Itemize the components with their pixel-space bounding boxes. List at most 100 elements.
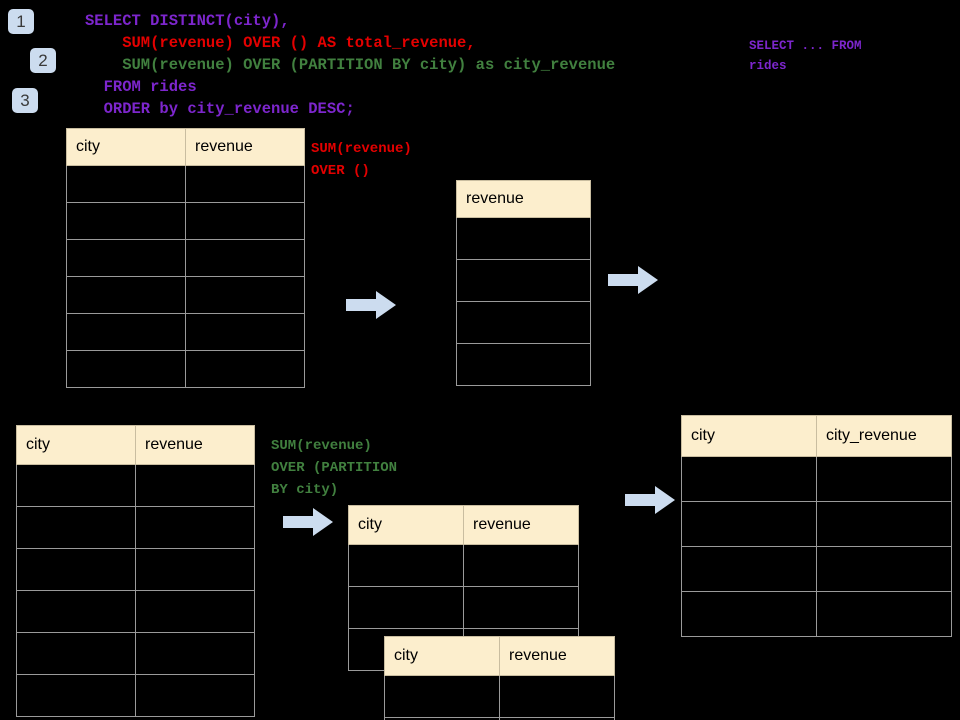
step-badge-3: 3 bbox=[12, 88, 38, 113]
cell-revenue bbox=[185, 202, 305, 240]
table-header-row: city revenue bbox=[384, 636, 615, 676]
table-row bbox=[384, 675, 615, 718]
cell-city bbox=[66, 276, 186, 314]
table-row bbox=[348, 544, 579, 587]
cell-city bbox=[16, 674, 136, 717]
table-row bbox=[16, 632, 255, 675]
cell-city bbox=[16, 464, 136, 507]
cell-city-revenue bbox=[816, 456, 952, 502]
cell-city bbox=[384, 675, 500, 718]
table-row bbox=[681, 501, 952, 547]
sql-line-order-by: ORDER by city_revenue DESC; bbox=[85, 100, 355, 118]
col-header-city: city bbox=[16, 425, 136, 465]
table-row bbox=[66, 276, 305, 314]
cell-city bbox=[66, 239, 186, 277]
cell-city bbox=[16, 548, 136, 591]
table-header-row: revenue bbox=[456, 180, 591, 218]
col-header-city-revenue: city_revenue bbox=[816, 415, 952, 457]
table-row bbox=[681, 591, 952, 637]
cell-revenue bbox=[456, 259, 591, 302]
step-badge-1: 1 bbox=[8, 9, 34, 34]
cell-revenue bbox=[135, 548, 255, 591]
cell-revenue bbox=[185, 276, 305, 314]
table-row bbox=[66, 350, 305, 388]
cell-city-revenue bbox=[816, 546, 952, 592]
cell-city bbox=[16, 506, 136, 549]
partition-group-table-b: city revenue bbox=[384, 636, 615, 720]
side-label-select-from: SELECT ... FROM bbox=[749, 39, 862, 53]
total-revenue-table: revenue bbox=[456, 180, 591, 386]
step-badge-2: 2 bbox=[30, 48, 56, 73]
cell-city bbox=[681, 501, 817, 547]
cell-revenue bbox=[185, 165, 305, 203]
table-row bbox=[348, 586, 579, 629]
cell-revenue bbox=[463, 544, 579, 587]
cell-revenue bbox=[185, 313, 305, 351]
cell-revenue bbox=[135, 506, 255, 549]
cell-revenue bbox=[135, 590, 255, 633]
table-row bbox=[16, 548, 255, 591]
table-row bbox=[66, 239, 305, 277]
arrow-bottom-left bbox=[283, 508, 333, 536]
sql-line-total-revenue: SUM(revenue) OVER () AS total_revenue, bbox=[85, 34, 476, 52]
annotation-over-partition: SUM(revenue) OVER (PARTITION BY city) bbox=[271, 438, 398, 498]
sql-line-select-distinct: SELECT DISTINCT(city), bbox=[85, 12, 290, 30]
col-header-city: city bbox=[66, 128, 186, 166]
table-header-row: city revenue bbox=[348, 505, 579, 545]
cell-city-revenue bbox=[816, 501, 952, 547]
cell-revenue bbox=[135, 632, 255, 675]
cell-revenue bbox=[499, 675, 615, 718]
arrow-bottom-right bbox=[625, 486, 675, 514]
side-label-rides: rides bbox=[749, 59, 787, 73]
col-header-revenue: revenue bbox=[185, 128, 305, 166]
cell-revenue bbox=[185, 239, 305, 277]
table-row bbox=[66, 165, 305, 203]
col-header-revenue: revenue bbox=[499, 636, 615, 676]
cell-city bbox=[16, 632, 136, 675]
cell-city-revenue bbox=[816, 591, 952, 637]
cell-revenue bbox=[185, 350, 305, 388]
cell-city bbox=[66, 313, 186, 351]
col-header-revenue: revenue bbox=[463, 505, 579, 545]
table-row bbox=[456, 301, 591, 344]
table-row bbox=[681, 546, 952, 592]
table-row bbox=[66, 313, 305, 351]
sql-line-from-rides: FROM rides bbox=[85, 78, 197, 96]
table-row bbox=[456, 343, 591, 386]
cell-city bbox=[348, 544, 464, 587]
cell-city bbox=[681, 456, 817, 502]
col-header-city: city bbox=[384, 636, 500, 676]
cell-city bbox=[681, 591, 817, 637]
rides-source-table-top: city revenue bbox=[66, 128, 305, 388]
cell-city bbox=[681, 546, 817, 592]
col-header-city: city bbox=[681, 415, 817, 457]
table-row bbox=[456, 217, 591, 260]
cell-city bbox=[66, 202, 186, 240]
sql-line-city-revenue: SUM(revenue) OVER (PARTITION BY city) as… bbox=[85, 56, 616, 74]
table-row bbox=[456, 259, 591, 302]
cell-revenue bbox=[456, 301, 591, 344]
table-row bbox=[681, 456, 952, 502]
table-row bbox=[16, 590, 255, 633]
cell-revenue bbox=[463, 586, 579, 629]
cell-city bbox=[66, 350, 186, 388]
table-header-row: city revenue bbox=[66, 128, 305, 166]
annotation-over-empty: SUM(revenue) OVER () bbox=[311, 141, 412, 179]
col-header-city: city bbox=[348, 505, 464, 545]
cell-city bbox=[16, 590, 136, 633]
table-row bbox=[384, 717, 615, 720]
arrow-top-left bbox=[346, 291, 396, 319]
table-row bbox=[16, 674, 255, 717]
table-row bbox=[16, 506, 255, 549]
table-header-row: city revenue bbox=[16, 425, 255, 465]
cell-city bbox=[348, 586, 464, 629]
cell-city bbox=[66, 165, 186, 203]
cell-revenue bbox=[456, 217, 591, 260]
rides-source-table-bottom: city revenue bbox=[16, 425, 255, 717]
table-header-row: city city_revenue bbox=[681, 415, 952, 457]
table-row bbox=[66, 202, 305, 240]
arrow-top-right bbox=[608, 266, 658, 294]
col-header-revenue: revenue bbox=[456, 180, 591, 218]
cell-revenue bbox=[456, 343, 591, 386]
